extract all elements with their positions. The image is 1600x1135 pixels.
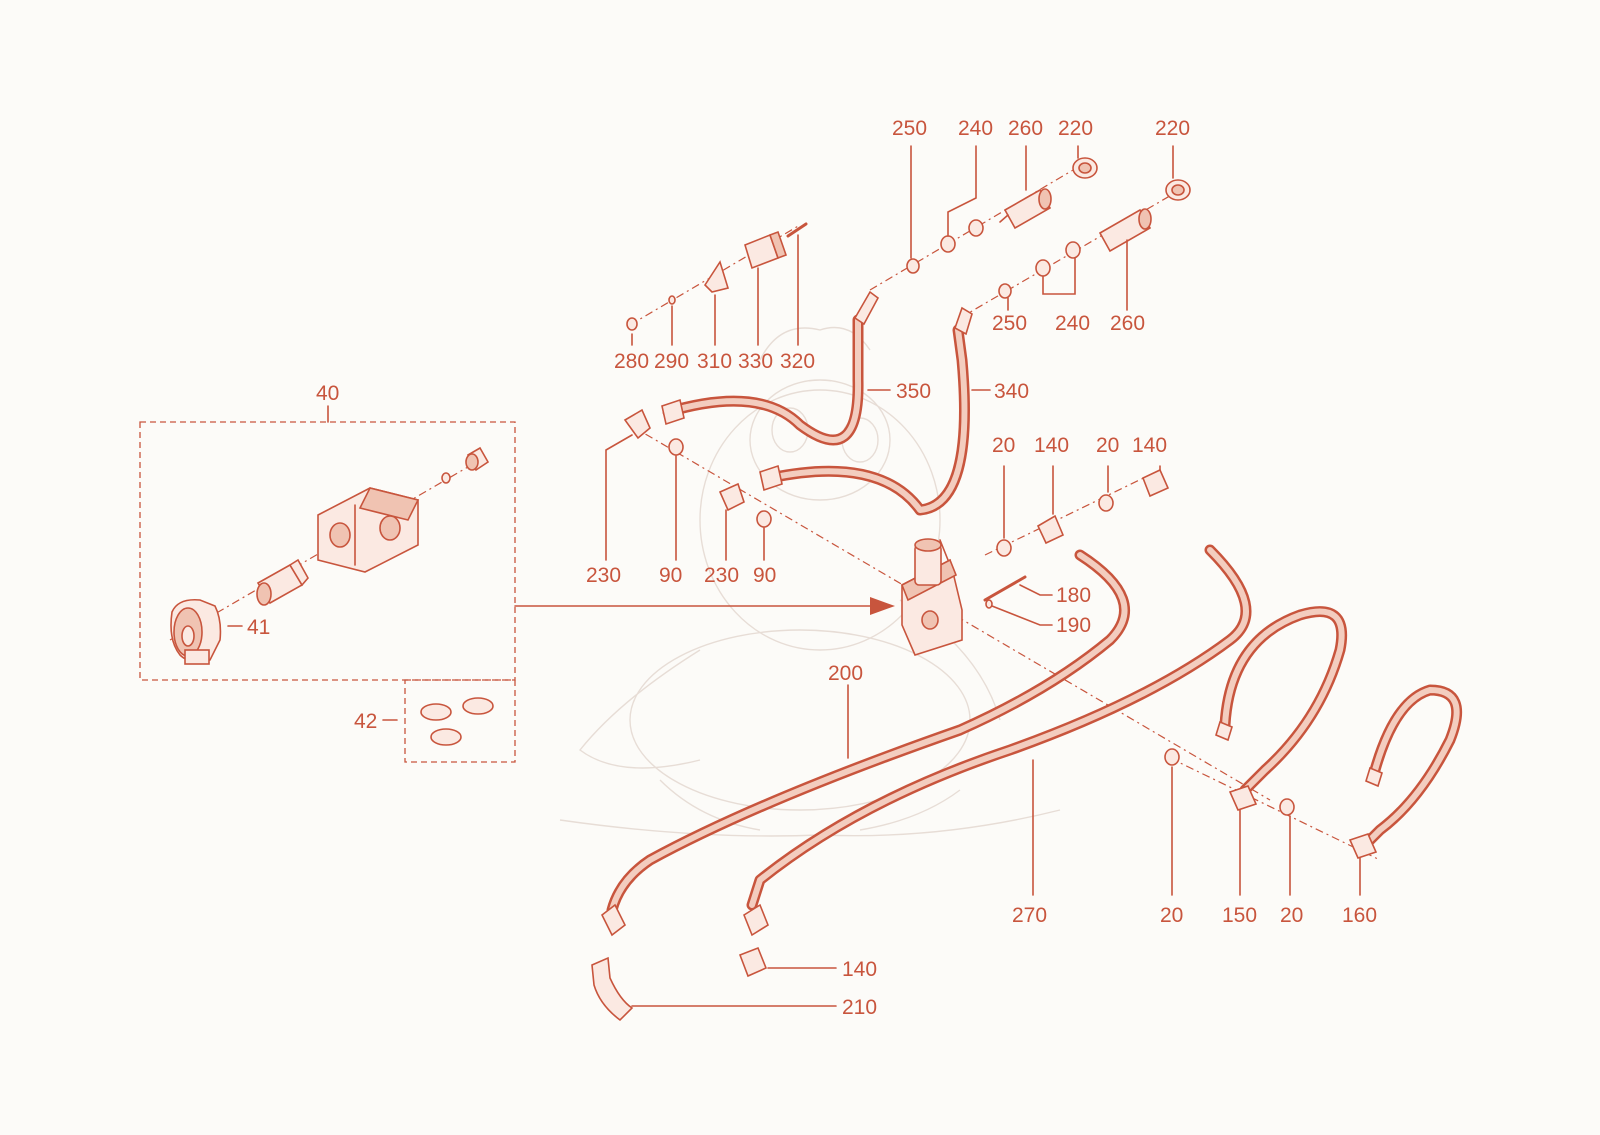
elbow-210 bbox=[591, 956, 634, 1022]
label-260-top: 260 bbox=[1008, 117, 1043, 140]
elbow-140-a bbox=[1036, 514, 1065, 545]
o-ring-small bbox=[441, 472, 451, 484]
assembly-arrow bbox=[514, 597, 895, 615]
nut-250-b bbox=[998, 283, 1012, 299]
washer-240-a2 bbox=[968, 219, 984, 237]
bottom-right-fittings bbox=[1164, 748, 1381, 896]
label-240-mid: 240 bbox=[1055, 312, 1090, 335]
elbow-140-b bbox=[1141, 468, 1170, 498]
label-20-b: 20 bbox=[1096, 434, 1119, 457]
coupling-260-a bbox=[999, 188, 1052, 230]
label-220-top-b: 220 bbox=[1155, 117, 1190, 140]
label-200: 200 bbox=[828, 662, 863, 685]
nut-250-a bbox=[906, 258, 920, 274]
hose-350 bbox=[661, 290, 880, 446]
adapter-20-c bbox=[1164, 748, 1180, 766]
label-41: 41 bbox=[247, 616, 270, 639]
spool-sleeve bbox=[256, 558, 309, 606]
label-240-top: 240 bbox=[958, 117, 993, 140]
label-150: 150 bbox=[1222, 904, 1257, 927]
label-270: 270 bbox=[1012, 904, 1047, 927]
label-310: 310 bbox=[697, 350, 732, 373]
label-180: 180 bbox=[1056, 584, 1091, 607]
label-190: 190 bbox=[1056, 614, 1091, 637]
hose-loop-150 bbox=[1215, 606, 1348, 796]
adapter-20-d bbox=[1279, 798, 1295, 816]
label-320: 320 bbox=[780, 350, 815, 373]
part-280 bbox=[626, 317, 638, 331]
label-230-b: 230 bbox=[704, 564, 739, 587]
dust-cap-220-a bbox=[1072, 157, 1098, 179]
adapter-20-a bbox=[996, 539, 1012, 557]
washer-240-b1 bbox=[1035, 259, 1051, 277]
label-330: 330 bbox=[738, 350, 773, 373]
label-210: 210 bbox=[842, 996, 877, 1019]
adapter-90-a bbox=[668, 438, 684, 456]
elbow-140-c bbox=[738, 946, 768, 978]
seal-kit-42-box bbox=[404, 679, 516, 763]
label-350: 350 bbox=[896, 380, 931, 403]
hose-loop-160 bbox=[1359, 684, 1463, 851]
leaders-top-left bbox=[631, 234, 799, 346]
elbow-230-b bbox=[718, 482, 745, 512]
elbow-230-a bbox=[623, 408, 651, 440]
label-42: 42 bbox=[354, 710, 377, 733]
assembly-40-parts bbox=[169, 446, 490, 665]
washer-240-b2 bbox=[1065, 241, 1081, 259]
part-310 bbox=[703, 260, 730, 293]
label-90-b: 90 bbox=[753, 564, 776, 587]
assembly-40-box bbox=[139, 421, 516, 681]
label-140-a: 140 bbox=[1034, 434, 1069, 457]
label-260-mid: 260 bbox=[1110, 312, 1145, 335]
label-220-top-a: 220 bbox=[1058, 117, 1093, 140]
upper-right-couplings bbox=[869, 157, 1191, 319]
bolt-180-washer-190 bbox=[983, 575, 1053, 626]
bottom-left-fittings bbox=[591, 903, 837, 1022]
watermark-figure bbox=[559, 326, 1061, 837]
adapter-90-b bbox=[756, 510, 772, 528]
hose-270 bbox=[746, 544, 1252, 911]
label-140-c: 140 bbox=[842, 958, 877, 981]
valve-body-40 bbox=[317, 487, 420, 573]
elbow-150 bbox=[1228, 785, 1258, 811]
label-230-a: 230 bbox=[586, 564, 621, 587]
washer-240-a1 bbox=[940, 235, 956, 253]
callout-labels: 250 240 260 220 220 280 290 310 330 320 … bbox=[247, 117, 1377, 1019]
main-valve-block bbox=[900, 538, 963, 656]
label-40: 40 bbox=[316, 382, 339, 405]
label-250-mid: 250 bbox=[992, 312, 1027, 335]
label-160: 160 bbox=[1342, 904, 1377, 927]
coupling-260-b bbox=[1098, 208, 1152, 253]
hose-340 bbox=[759, 306, 973, 516]
label-340: 340 bbox=[994, 380, 1029, 403]
hose-200 bbox=[606, 549, 1130, 916]
dust-cap-220-b bbox=[1165, 179, 1191, 201]
upper-small-parts bbox=[626, 222, 808, 331]
plug-fitting bbox=[465, 446, 490, 472]
solenoid-coil-41 bbox=[170, 598, 222, 665]
elbow-adapters-left bbox=[605, 408, 1271, 801]
label-90-a: 90 bbox=[659, 564, 682, 587]
label-20-d: 20 bbox=[1280, 904, 1303, 927]
part-290 bbox=[668, 295, 676, 305]
label-20-a: 20 bbox=[992, 434, 1015, 457]
label-290: 290 bbox=[654, 350, 689, 373]
elbow-160 bbox=[1348, 833, 1378, 859]
right-adapters-top bbox=[984, 465, 1170, 557]
label-140-b: 140 bbox=[1132, 434, 1167, 457]
label-250-top: 250 bbox=[892, 117, 927, 140]
seal-kit-42 bbox=[382, 697, 494, 746]
label-280: 280 bbox=[614, 350, 649, 373]
leaders-top-right bbox=[910, 145, 1174, 311]
label-20-c: 20 bbox=[1160, 904, 1183, 927]
adapter-20-b bbox=[1098, 494, 1114, 512]
